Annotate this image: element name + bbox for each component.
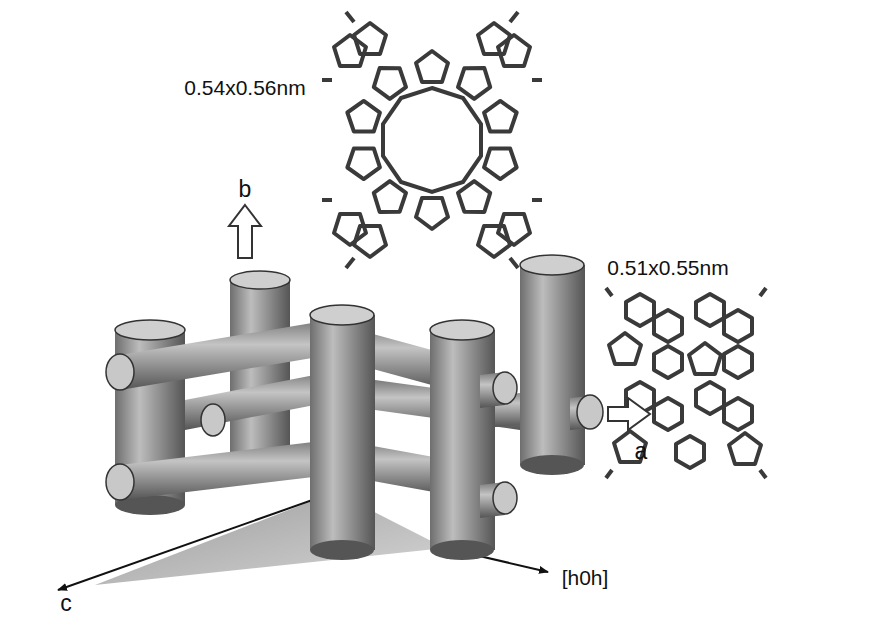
- illustration-part: [478, 23, 510, 54]
- illustration-part: [106, 464, 134, 500]
- illustration-part: [354, 226, 386, 257]
- axis-label: [h0h]: [562, 566, 609, 589]
- channel-cylinder: [430, 320, 603, 560]
- illustration-part: [115, 320, 185, 340]
- illustration-part: [696, 294, 724, 326]
- illustration-part: [676, 436, 704, 468]
- axis-c: [58, 492, 335, 590]
- illustration-part: [729, 433, 761, 464]
- illustration-part: [482, 97, 521, 137]
- illustration-part: [310, 305, 374, 325]
- illustration-part: [482, 143, 521, 183]
- pore-dimension: 0.54x0.56nm: [184, 76, 305, 99]
- illustration-part: [498, 214, 530, 245]
- illustration-part: [430, 540, 494, 560]
- direction-arrow: [229, 205, 261, 258]
- illustration-part: [416, 198, 448, 229]
- illustration-part: [654, 346, 682, 378]
- illustration-part: [520, 455, 584, 475]
- illustration-part: [416, 198, 448, 229]
- illustration-part: [230, 280, 290, 470]
- axis-label: b: [239, 177, 252, 202]
- illustration-part: [609, 333, 641, 364]
- illustration-part: [520, 255, 584, 275]
- illustration-part: [342, 97, 381, 137]
- illustration-part: [520, 265, 585, 465]
- pore-dimension: 0.51x0.55nm: [607, 256, 728, 279]
- illustration-part: [342, 143, 381, 183]
- framework-b-view: [322, 12, 542, 268]
- illustration-part: [354, 23, 386, 54]
- illustration-part: [724, 310, 752, 342]
- illustration-part: [322, 12, 542, 268]
- illustration-part: [230, 271, 290, 289]
- channel-cylinder: [520, 255, 585, 475]
- illustration-part: [342, 97, 381, 137]
- illustration-part: [120, 440, 330, 500]
- illustration-part: [626, 294, 654, 326]
- illustration-part: [416, 51, 448, 82]
- framework-a-view: [606, 288, 766, 478]
- illustration-part: [654, 398, 682, 430]
- illustration-part: [383, 88, 481, 192]
- axis-label: c: [60, 591, 72, 616]
- illustration-part: [606, 288, 766, 478]
- illustration-part: [498, 35, 530, 66]
- illustration-part: [493, 482, 517, 514]
- direction-arrow: [608, 398, 650, 430]
- illustration-part: [342, 143, 381, 183]
- illustration-part: [201, 404, 225, 436]
- illustration-part: [310, 540, 374, 560]
- illustration-part: [416, 51, 448, 82]
- base-plane: [95, 492, 445, 585]
- illustration-part: [689, 343, 721, 374]
- illustration-part: [724, 346, 752, 378]
- illustration-part: [478, 226, 510, 257]
- illustration-part: [724, 398, 752, 430]
- illustration-part: [334, 214, 366, 245]
- illustration-part: [430, 320, 494, 340]
- channel-cylinder: [106, 320, 450, 500]
- illustration-part: [654, 310, 682, 342]
- illustration-part: [106, 354, 134, 390]
- axis-label: a: [635, 439, 648, 464]
- illustration-part: [482, 143, 521, 183]
- illustration-part: [493, 372, 517, 404]
- channel-cylinder: [310, 305, 375, 560]
- illustration-part: [577, 395, 603, 429]
- illustration-part: [310, 315, 375, 550]
- illustration-part: [482, 97, 521, 137]
- illustration-part: [334, 35, 366, 66]
- illustration-part: [696, 382, 724, 414]
- illustration-part: [120, 320, 330, 390]
